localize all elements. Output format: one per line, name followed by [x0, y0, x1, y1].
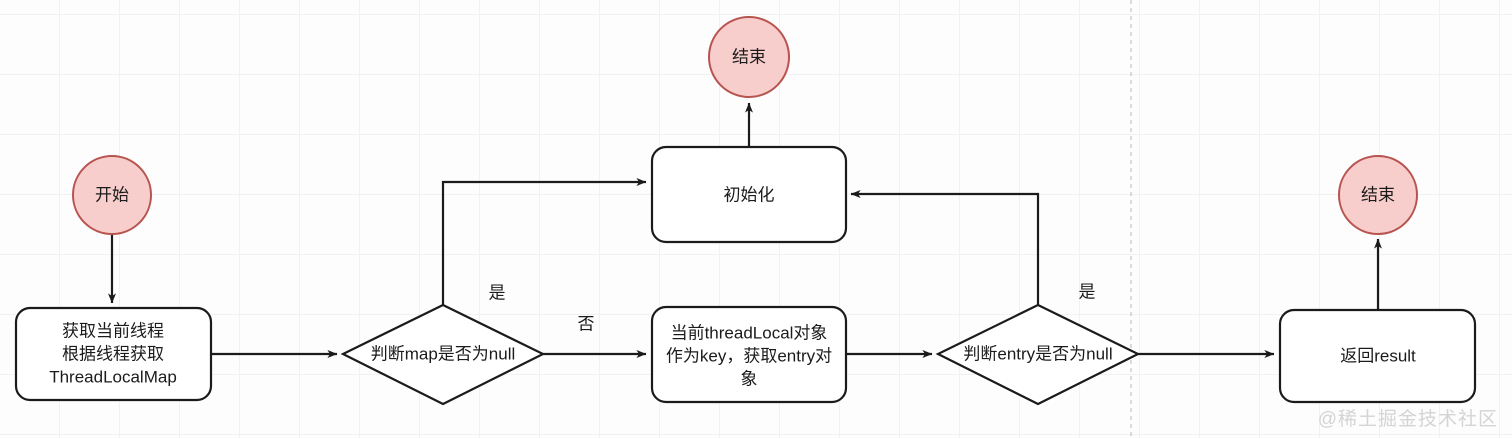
edge-label-entry-yes: 是: [1079, 282, 1096, 301]
edge-entry-null-yes-to-init: [850, 190, 1040, 305]
get-entry-label-line2: 作为key，获取entry对: [666, 346, 832, 365]
entry-null-diamond: [935, 303, 1141, 406]
node-init[interactable]: 初始化: [650, 145, 848, 244]
edge-map-null-yes-to-init: [441, 178, 647, 305]
end-top-label: 结束: [732, 47, 766, 66]
node-get-map[interactable]: 获取当前线程 根据线程获取 ThreadLocalMap: [14, 306, 213, 402]
end-top-circle: [708, 16, 790, 98]
end-right-label: 结束: [1361, 185, 1395, 204]
node-end-top[interactable]: 结束: [708, 16, 790, 98]
node-return-result[interactable]: 返回result: [1278, 308, 1477, 404]
map-null-label: 判断map是否为null: [371, 344, 516, 363]
get-map-label-line2: 根据线程获取: [62, 344, 164, 363]
watermark-label: @稀土掘金技术社区: [1317, 409, 1498, 430]
node-start[interactable]: 开始: [72, 155, 152, 235]
map-null-diamond: [340, 303, 546, 406]
start-circle: [72, 155, 152, 235]
get-entry-box: [650, 305, 848, 404]
start-label: 开始: [95, 185, 129, 204]
init-box: [650, 145, 848, 244]
edge-label-map-no: 否: [578, 314, 595, 333]
edge-label-map-yes: 是: [489, 283, 506, 302]
init-label: 初始化: [724, 185, 775, 204]
get-map-box: [14, 306, 213, 402]
end-right-circle: [1338, 155, 1418, 235]
get-map-label-line3: ThreadLocalMap: [49, 367, 177, 386]
get-entry-label-line1: 当前threadLocal对象: [671, 323, 828, 342]
entry-null-label: 判断entry是否为null: [963, 344, 1112, 363]
node-map-null-decision[interactable]: 判断map是否为null: [340, 303, 546, 406]
return-result-box: [1278, 308, 1477, 404]
get-entry-label-line3: 象: [741, 369, 758, 388]
node-get-entry[interactable]: 当前threadLocal对象 作为key，获取entry对 象: [650, 305, 848, 404]
node-end-right[interactable]: 结束: [1338, 155, 1418, 235]
get-map-label-line1: 获取当前线程: [62, 321, 164, 340]
node-entry-null-decision[interactable]: 判断entry是否为null: [935, 303, 1141, 406]
return-result-label: 返回result: [1340, 346, 1416, 365]
